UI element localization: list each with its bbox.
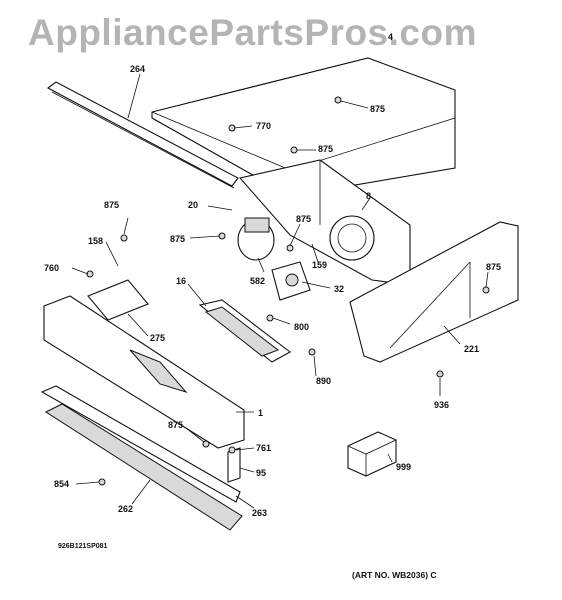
label-875-b: 875 [318,144,333,154]
label-890: 890 [316,376,331,386]
lower-trim-262 [44,403,243,531]
rail-264 [46,81,239,189]
label-16: 16 [176,276,186,286]
label-32: 32 [334,284,344,294]
label-159: 159 [312,260,327,270]
label-4: 4 [388,32,393,42]
part-labels: 264 4 770 875 875 8 20 875 875 875 158 7… [44,32,501,518]
fan-motor-582 [237,217,275,261]
label-875-a: 875 [370,104,385,114]
label-875-f: 875 [486,262,501,272]
motor-32 [271,261,311,301]
art-number: (ART NO. WB2036) C [352,570,437,580]
label-1: 1 [258,408,263,418]
bracket-95 [227,447,241,483]
box-999 [347,431,397,477]
label-875-c: 875 [104,200,119,210]
label-262: 262 [118,504,133,514]
label-936: 936 [434,400,449,410]
label-158: 158 [88,236,103,246]
label-95: 95 [256,468,266,478]
label-999: 999 [396,462,411,472]
label-800: 800 [294,322,309,332]
label-761: 761 [256,443,271,453]
label-582: 582 [250,276,265,286]
label-875-g: 875 [168,420,183,430]
label-263: 263 [252,508,267,518]
leader-lines [71,73,489,509]
bracket-275 [87,279,149,321]
label-20: 20 [188,200,198,210]
label-8: 8 [366,191,371,201]
label-264: 264 [130,64,145,74]
drawing-code: 926B121SP081 [58,543,108,550]
label-221: 221 [464,344,479,354]
label-875-d: 875 [296,214,311,224]
watermark: AppliancePartsPros.com [28,12,477,53]
label-760: 760 [44,263,59,273]
control-board-16 [198,299,292,363]
label-854: 854 [54,479,69,489]
label-275: 275 [150,333,165,343]
label-770: 770 [256,121,271,131]
label-875-e: 875 [170,234,185,244]
side-panel-221 [349,221,519,363]
control-panel-1 [43,295,245,449]
trim-strip-263 [40,385,241,503]
